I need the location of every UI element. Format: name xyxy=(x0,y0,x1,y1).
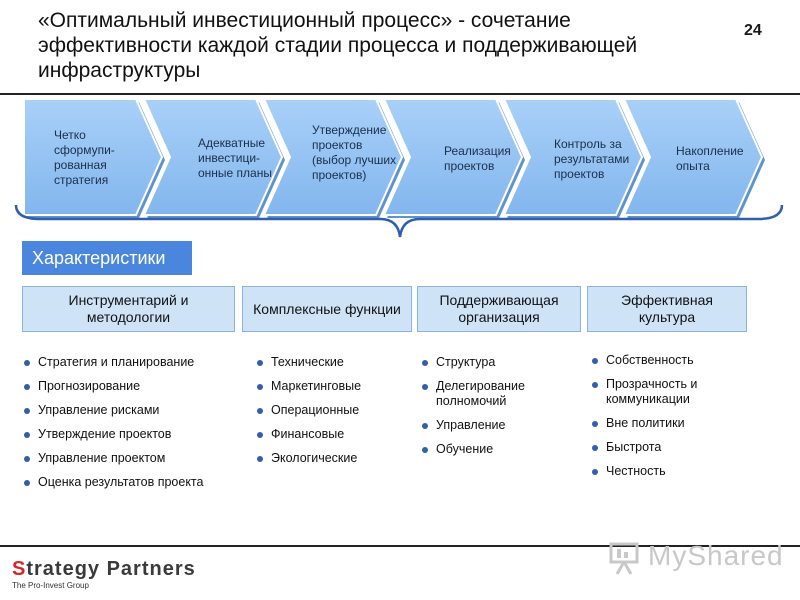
list-item: Операционные xyxy=(257,403,407,418)
chevron-stage-1 xyxy=(23,98,164,216)
stage-label-1: Четко сформупи-рованная стратегия xyxy=(54,128,115,187)
list-item: Управление рисками xyxy=(24,403,234,418)
top-divider xyxy=(0,93,800,95)
list-item: Управление xyxy=(422,418,547,433)
category-functions-header: Комплексные функции xyxy=(253,300,401,317)
list-item: Утверждение проектов xyxy=(24,427,234,442)
list-item: Финансовые xyxy=(257,427,407,442)
list-item: Прозрачность и коммуникации xyxy=(592,377,722,407)
bottom-divider xyxy=(0,545,800,547)
page-number: 24 xyxy=(744,22,762,39)
stage-label-6: Накопление опыта xyxy=(676,144,744,173)
logo-name: trategy Partners xyxy=(26,558,196,580)
myshared-watermark: MyShared xyxy=(608,538,783,578)
watermark-text: MyShared xyxy=(648,540,784,571)
process-chevrons xyxy=(14,98,784,238)
list-item: Структура xyxy=(422,355,547,370)
stage-label-5: Контроль за результатами проектов xyxy=(554,137,630,181)
list-item: Экологические xyxy=(257,451,407,466)
category-tools: Инструментарий и методологии xyxy=(22,286,235,332)
logo-tagline: The Pro-Invest Group xyxy=(12,581,89,590)
list-tools: Стратегия и планирование Прогнозирование… xyxy=(24,355,234,499)
presentation-board-icon xyxy=(609,542,639,575)
chevron-stage-4 xyxy=(382,98,524,216)
list-culture: Собственность Прозрачность и коммуникаци… xyxy=(592,353,722,488)
logo-wordmark: Strategy Partners xyxy=(12,558,196,580)
list-item: Управление проектом xyxy=(24,451,234,466)
category-tools-header: Инструментарий и методологии xyxy=(68,292,189,325)
chevron-stage-3 xyxy=(262,98,404,216)
list-functions: Технические Маркетинговые Операционные Ф… xyxy=(257,355,407,475)
list-item: Стратегия и планирование xyxy=(24,355,234,370)
list-item: Честность xyxy=(592,464,722,479)
slide-title: «Оптимальный инвестиционный процесс» - с… xyxy=(38,9,638,82)
category-culture-header: Эффективная культура xyxy=(621,292,713,325)
list-item: Технические xyxy=(257,355,407,370)
strategy-partners-logo: Strategy Partners The Pro-Invest Group xyxy=(12,558,196,590)
chevron-stage-2 xyxy=(142,98,284,216)
stage-label-2: Адекватные инвестици-онные планы xyxy=(198,136,272,180)
characteristics-label: Характеристики xyxy=(22,241,192,275)
category-organization-header: Поддерживающая организация xyxy=(439,292,559,325)
list-item: Обучение xyxy=(422,442,547,457)
chevron-stage-5 xyxy=(502,98,644,216)
list-item: Делегирование полномочий xyxy=(422,379,547,409)
category-organization: Поддерживающая организация xyxy=(417,286,581,332)
list-item: Собственность xyxy=(592,353,722,368)
list-item: Быстрота xyxy=(592,440,722,455)
category-functions: Комплексные функции xyxy=(242,286,412,332)
list-organization: Структура Делегирование полномочий Управ… xyxy=(422,355,547,466)
stage-label-4: Реализация проектов xyxy=(444,144,511,173)
list-item: Вне политики xyxy=(592,416,722,431)
stage-label-3: Утверждение проектов (выбор лучших проек… xyxy=(312,123,397,182)
list-item: Прогнозирование xyxy=(24,379,234,394)
chevron-stage-6 xyxy=(622,98,764,216)
logo-accent-letter: S xyxy=(12,558,27,580)
category-culture: Эффективная культура xyxy=(587,286,747,332)
list-item: Оценка результатов проекта xyxy=(24,475,234,490)
list-item: Маркетинговые xyxy=(257,379,407,394)
bracket xyxy=(14,204,784,238)
